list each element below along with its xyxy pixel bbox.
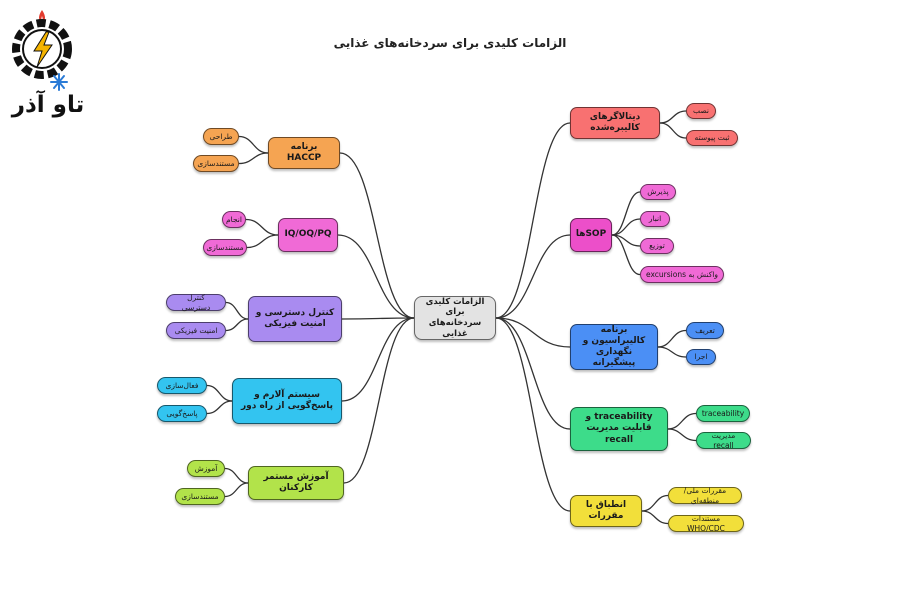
edge-center-training [343,317,415,484]
leaf-node-iqoqpq-1[interactable]: مستندسازی [203,239,247,256]
leaf-node-compliance-1[interactable]: مستندات WHO/CDC [668,514,744,533]
leaf-node-training-0[interactable]: آموزش [187,460,225,477]
edge-haccp-1 [238,152,269,165]
leaf-node-haccp-0[interactable]: طراحی [203,128,239,145]
edge-access-0 [225,301,249,320]
edge-compliance-1 [641,510,669,525]
edge-center-dataloggers [495,122,571,319]
leaf-node-dataloggers-1[interactable]: ثبت پیوسته [686,130,738,146]
edge-center-alarm [341,317,415,402]
edge-center-iqoqpq [337,234,415,319]
edge-alarm-0 [206,384,233,402]
branch-node-sops[interactable]: SOPها [570,218,612,252]
edge-center-access [341,317,415,320]
branch-node-calibration[interactable]: برنامه کالیبراسیون و نگهداری پیشگیرانه [570,324,658,370]
leaf-node-traceability-1[interactable]: مدیریت recall [696,431,751,450]
leaf-node-training-1[interactable]: مستندسازی [175,488,225,505]
logo-text: تاو آذر [11,92,85,118]
leaf-node-access-1[interactable]: امنیت فیزیکی [166,322,226,339]
edge-alarm-1 [206,400,233,415]
edge-sops-3 [611,234,641,276]
leaf-node-calibration-0[interactable]: تعریف [686,322,724,339]
edge-center-haccp [339,152,415,319]
edge-sops-1 [611,218,641,236]
edge-calibration-0 [657,329,687,348]
branch-node-compliance[interactable]: انطباق با مقررات [570,495,642,527]
edge-sops-0 [611,191,641,236]
leaf-node-sops-1[interactable]: انبار [640,211,670,227]
edge-compliance-0 [641,494,669,512]
edge-center-traceability [495,317,571,430]
branch-node-dataloggers[interactable]: دیتالاگرهای کالیبره‌شده [570,107,660,139]
branch-node-training[interactable]: آموزش مستمر کارکنان [248,466,344,500]
edge-calibration-1 [657,346,687,358]
edge-haccp-0 [238,135,269,154]
leaf-node-haccp-1[interactable]: مستندسازی [193,155,239,172]
leaf-node-alarm-1[interactable]: پاسخ‌گویی [157,405,207,422]
leaf-node-traceability-0[interactable]: traceability [696,405,750,422]
branch-node-traceability[interactable]: traceability و قابلیت مدیریت recall [570,407,668,451]
leaf-node-alarm-0[interactable]: فعال‌سازی [157,377,207,394]
edge-traceability-0 [667,412,697,430]
leaf-node-sops-0[interactable]: پذیرش [640,184,676,200]
edge-dataloggers-0 [659,110,687,124]
edge-center-compliance [495,317,571,512]
branch-node-haccp[interactable]: برنامه HACCP [268,137,340,169]
edge-iqoqpq-1 [246,234,279,249]
gear-snowflake-lightning-logo-icon [12,10,72,91]
edge-access-1 [225,318,249,332]
edge-center-sops [495,234,571,319]
leaf-node-sops-3[interactable]: واکنش به excursions [640,266,724,283]
branch-node-iqoqpq[interactable]: IQ/OQ/PQ [278,218,338,252]
company-logo [8,4,88,130]
edge-traceability-1 [667,428,697,442]
edge-training-1 [224,482,249,498]
edge-training-0 [224,467,249,484]
center-node[interactable]: الزامات کلیدی برای سردخانه‌های غذایی [414,296,496,340]
leaf-node-calibration-1[interactable]: اجرا [686,349,716,365]
leaf-node-access-0[interactable]: کنترل دسترسی [166,293,226,312]
leaf-node-iqoqpq-0[interactable]: انجام [222,211,246,228]
branch-node-alarm[interactable]: سیستم آلارم و پاسخ‌گویی از راه دور [232,378,342,424]
leaf-node-sops-2[interactable]: توزیع [640,238,674,254]
edge-dataloggers-1 [659,122,687,139]
edge-iqoqpq-0 [245,218,279,236]
leaf-node-dataloggers-0[interactable]: نصب [686,103,716,119]
branch-node-access[interactable]: کنترل دسترسی و امنیت فیزیکی [248,296,342,342]
edge-center-calibration [495,317,571,348]
leaf-node-compliance-0[interactable]: مقررات ملی/منطقه‌ای [668,486,742,505]
diagram-title: الزامات کلیدی برای سردخانه‌های غذایی [333,36,567,50]
